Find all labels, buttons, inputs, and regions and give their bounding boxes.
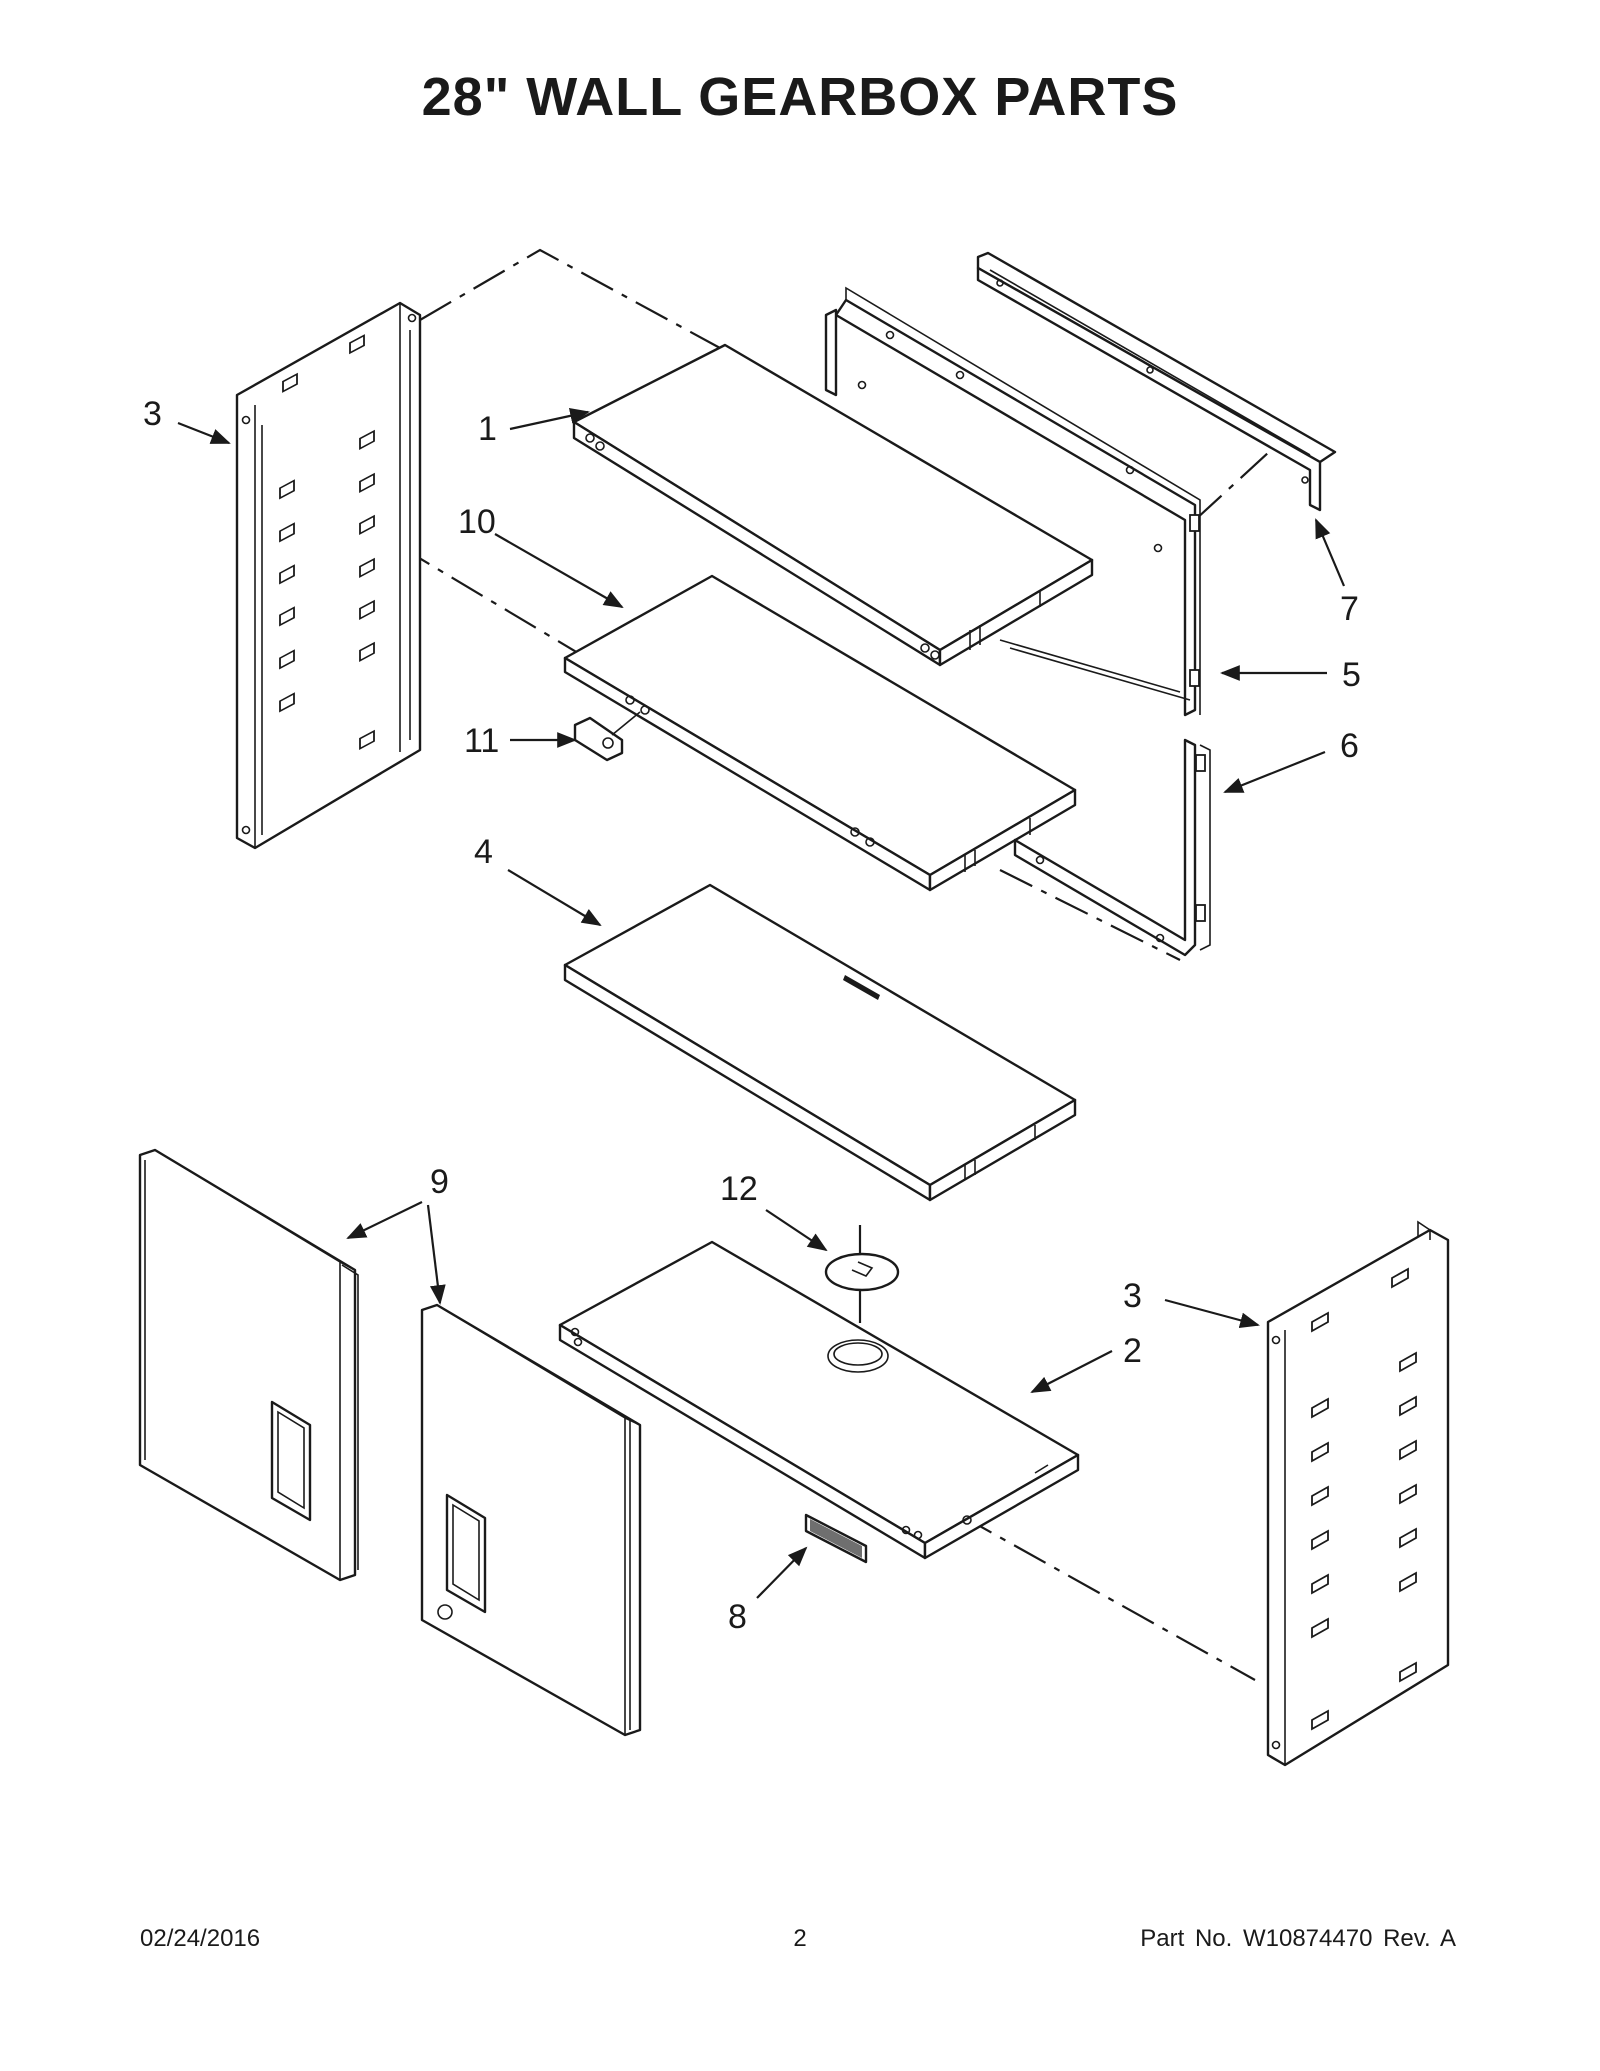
callout-12: 12 (720, 1170, 758, 1208)
callout-1: 1 (478, 410, 497, 448)
part-11-bracket (573, 711, 641, 762)
panel-slots (1311, 1267, 1417, 1731)
callout-10: 10 (458, 503, 496, 541)
part-3-left-side-panel (235, 301, 422, 850)
part-3-right-side-panel (1266, 1220, 1450, 1767)
callout-8: 8 (728, 1598, 747, 1636)
footer-date: 02/24/2016 (140, 1925, 261, 1952)
part-6-lower-back-panel (1013, 738, 1211, 957)
panel-slots (279, 334, 375, 750)
part-7-top-rail (976, 251, 1337, 512)
part-8-nameplate-badge (804, 1513, 868, 1564)
callout-numbers: 3 1 10 11 4 7 5 6 9 12 3 2 8 (143, 395, 1361, 1636)
footer-page-number: 2 (793, 1925, 807, 1952)
part-1-top-shelf (572, 343, 1094, 667)
page-title: 28" WALL GEARBOX PARTS (421, 67, 1179, 127)
callout-3-bottom: 3 (1123, 1277, 1142, 1315)
part-9-left-door (138, 1148, 359, 1582)
callout-2: 2 (1123, 1332, 1142, 1370)
part-9-right-door (420, 1303, 642, 1737)
callout-11: 11 (464, 722, 499, 760)
callout-5: 5 (1342, 656, 1361, 694)
callout-4: 4 (474, 833, 493, 871)
leader-arrows (177, 408, 1346, 1599)
part-5-back-panel (824, 286, 1201, 717)
part-2-bottom-panel (558, 1240, 1080, 1560)
part-4-divider-shelf (563, 883, 1077, 1202)
footer-part-number: Part No. W10874470 Rev. A (1140, 1925, 1456, 1952)
callout-6: 6 (1340, 727, 1359, 765)
callout-9: 9 (430, 1163, 449, 1201)
part-10-middle-shelf (563, 574, 1077, 892)
part-12-grommet-cap (824, 1252, 900, 1292)
callout-7: 7 (1340, 590, 1359, 628)
callout-3-top: 3 (143, 395, 162, 433)
